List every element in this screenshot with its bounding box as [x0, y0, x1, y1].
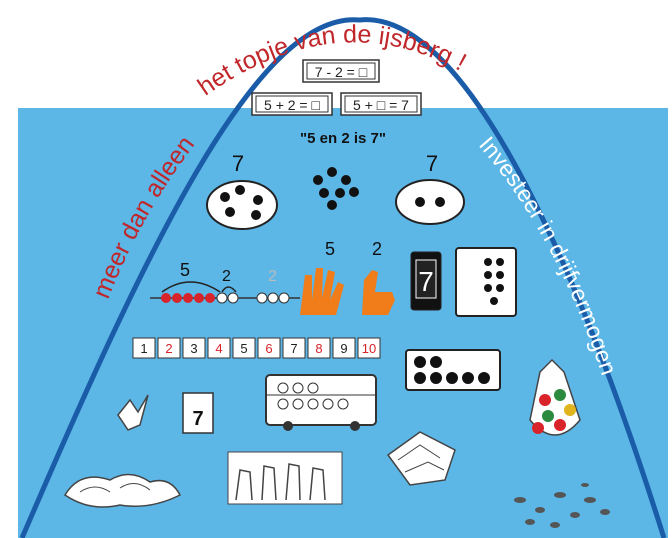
number-card: 7 — [411, 252, 441, 310]
svg-text:7 - 2 = □: 7 - 2 = □ — [315, 64, 368, 80]
dots-cloud-left — [207, 181, 277, 229]
number-line-label: 4 — [215, 341, 222, 356]
dots-cloud-right — [396, 180, 464, 224]
svg-text:7: 7 — [192, 408, 203, 430]
group-number-right: 7 — [426, 151, 438, 176]
hands-two-number: 2 — [372, 239, 382, 259]
svg-text:5 + □ = 7: 5 + □ = 7 — [353, 97, 409, 113]
number-line-label: 8 — [315, 341, 322, 356]
dot-card — [456, 248, 516, 316]
crowd-sketch — [228, 452, 342, 504]
number-line-label: 6 — [265, 341, 272, 356]
bus-sketch — [266, 375, 376, 431]
number-line-label: 2 — [165, 341, 172, 356]
number-line-label: 5 — [240, 341, 247, 356]
abacus-first-number: 5 — [180, 260, 190, 280]
number-line-label: 1 — [140, 341, 147, 356]
equation-right: 5 + □ = 7 — [341, 93, 421, 115]
equation-left: 5 + 2 = □ — [252, 93, 332, 115]
child-sketch: 7 — [183, 393, 213, 433]
number-line-label: 10 — [362, 341, 376, 356]
svg-text:7: 7 — [418, 266, 434, 297]
ten-frame — [406, 350, 500, 390]
abacus-second-number: 2 — [222, 268, 231, 285]
number-line-label: 3 — [190, 341, 197, 356]
hands-five-number: 5 — [325, 239, 335, 259]
equation-top: 7 - 2 = □ — [303, 60, 379, 82]
abacus-ghost-number: 2 — [268, 268, 277, 285]
number-line-label: 9 — [340, 341, 347, 356]
number-line-label: 7 — [290, 341, 297, 356]
group-number-left: 7 — [232, 151, 244, 176]
spoken-equation: "5 en 2 is 7" — [300, 130, 386, 147]
svg-text:5 + 2 = □: 5 + 2 = □ — [264, 97, 320, 113]
